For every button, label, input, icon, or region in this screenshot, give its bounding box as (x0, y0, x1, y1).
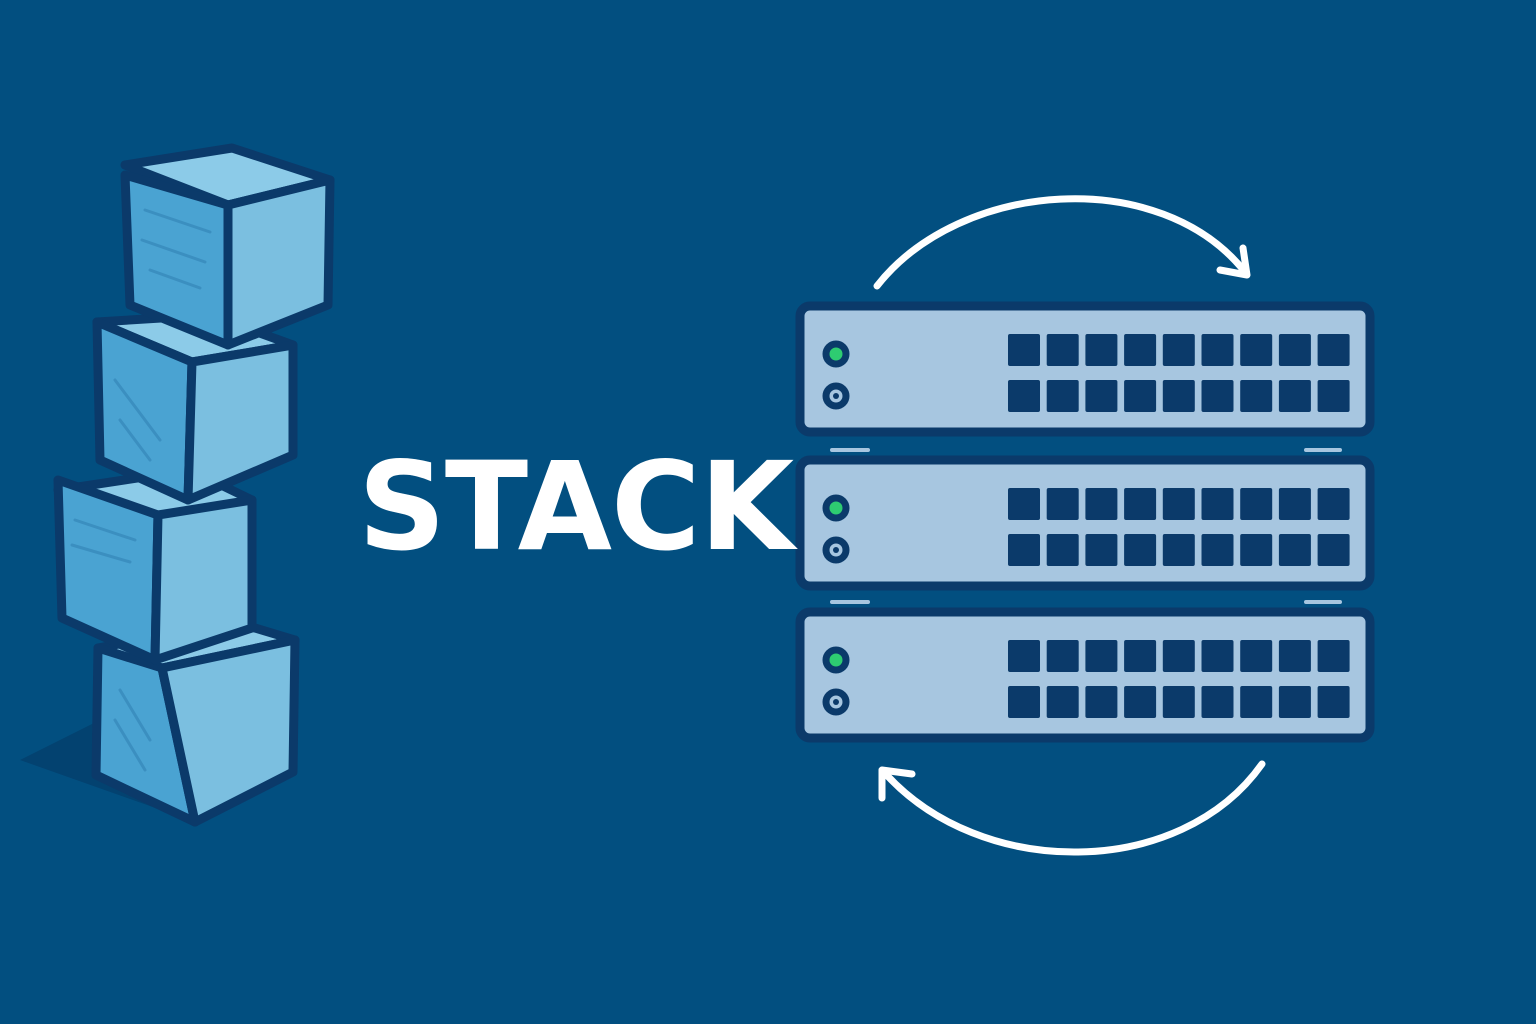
port (1008, 380, 1040, 412)
switch-body (795, 301, 1375, 437)
switch-2 (795, 455, 1375, 591)
page-title: STACK (358, 436, 794, 578)
power-button-dot (833, 699, 839, 705)
port (1201, 334, 1234, 366)
port (1278, 380, 1311, 412)
switch-1 (795, 301, 1375, 437)
cycle-arrows (873, 195, 1266, 856)
port (1317, 380, 1350, 412)
port (1046, 640, 1079, 672)
port (1278, 488, 1311, 520)
port (1008, 534, 1040, 566)
port (1008, 488, 1040, 520)
port (1046, 380, 1079, 412)
port (1162, 380, 1195, 412)
port (1278, 686, 1311, 718)
port (1278, 640, 1311, 672)
port (1124, 334, 1157, 366)
port (1201, 640, 1234, 672)
port (1240, 380, 1273, 412)
status-led-icon (822, 646, 850, 674)
port (1124, 686, 1157, 718)
port (1085, 686, 1118, 718)
cube-2 (92, 310, 298, 505)
port (1317, 640, 1350, 672)
port (1085, 534, 1118, 566)
power-button-dot (833, 393, 839, 399)
port (1008, 334, 1040, 366)
port (1162, 640, 1195, 672)
port (1162, 488, 1195, 520)
port (1240, 534, 1273, 566)
port (1046, 686, 1079, 718)
port (1317, 334, 1350, 366)
port (1046, 334, 1079, 366)
port (1317, 488, 1350, 520)
status-led-icon (822, 494, 850, 522)
port (1124, 534, 1157, 566)
port (1162, 334, 1195, 366)
port (1201, 686, 1234, 718)
port (1278, 334, 1311, 366)
port (1085, 380, 1118, 412)
port (1124, 640, 1157, 672)
cube-4 (91, 617, 300, 827)
status-led-icon (822, 340, 850, 368)
port (1085, 640, 1118, 672)
port (1008, 640, 1040, 672)
port (1162, 686, 1195, 718)
arrow-clockwise-icon (878, 760, 1266, 856)
power-button-dot (833, 547, 839, 553)
port (1201, 488, 1234, 520)
port (1317, 686, 1350, 718)
cube-1 (120, 143, 335, 350)
switch-3 (795, 607, 1375, 743)
port (1278, 534, 1311, 566)
switch-body (795, 607, 1375, 743)
port (1317, 534, 1350, 566)
port (1046, 488, 1079, 520)
cube-3 (53, 465, 257, 665)
port (1201, 534, 1234, 566)
network-switch-stack (795, 301, 1375, 743)
cube-tower (53, 143, 335, 827)
port (1085, 488, 1118, 520)
port (1085, 334, 1118, 366)
port (1240, 640, 1273, 672)
switch-separators (830, 448, 1342, 604)
port (1124, 488, 1157, 520)
port (1008, 686, 1040, 718)
port (1046, 534, 1079, 566)
port (1240, 334, 1273, 366)
port (1240, 488, 1273, 520)
arrow-clockwise-icon (873, 195, 1251, 290)
port (1124, 380, 1157, 412)
port (1201, 380, 1234, 412)
port (1240, 686, 1273, 718)
switch-body (795, 455, 1375, 591)
port (1162, 534, 1195, 566)
